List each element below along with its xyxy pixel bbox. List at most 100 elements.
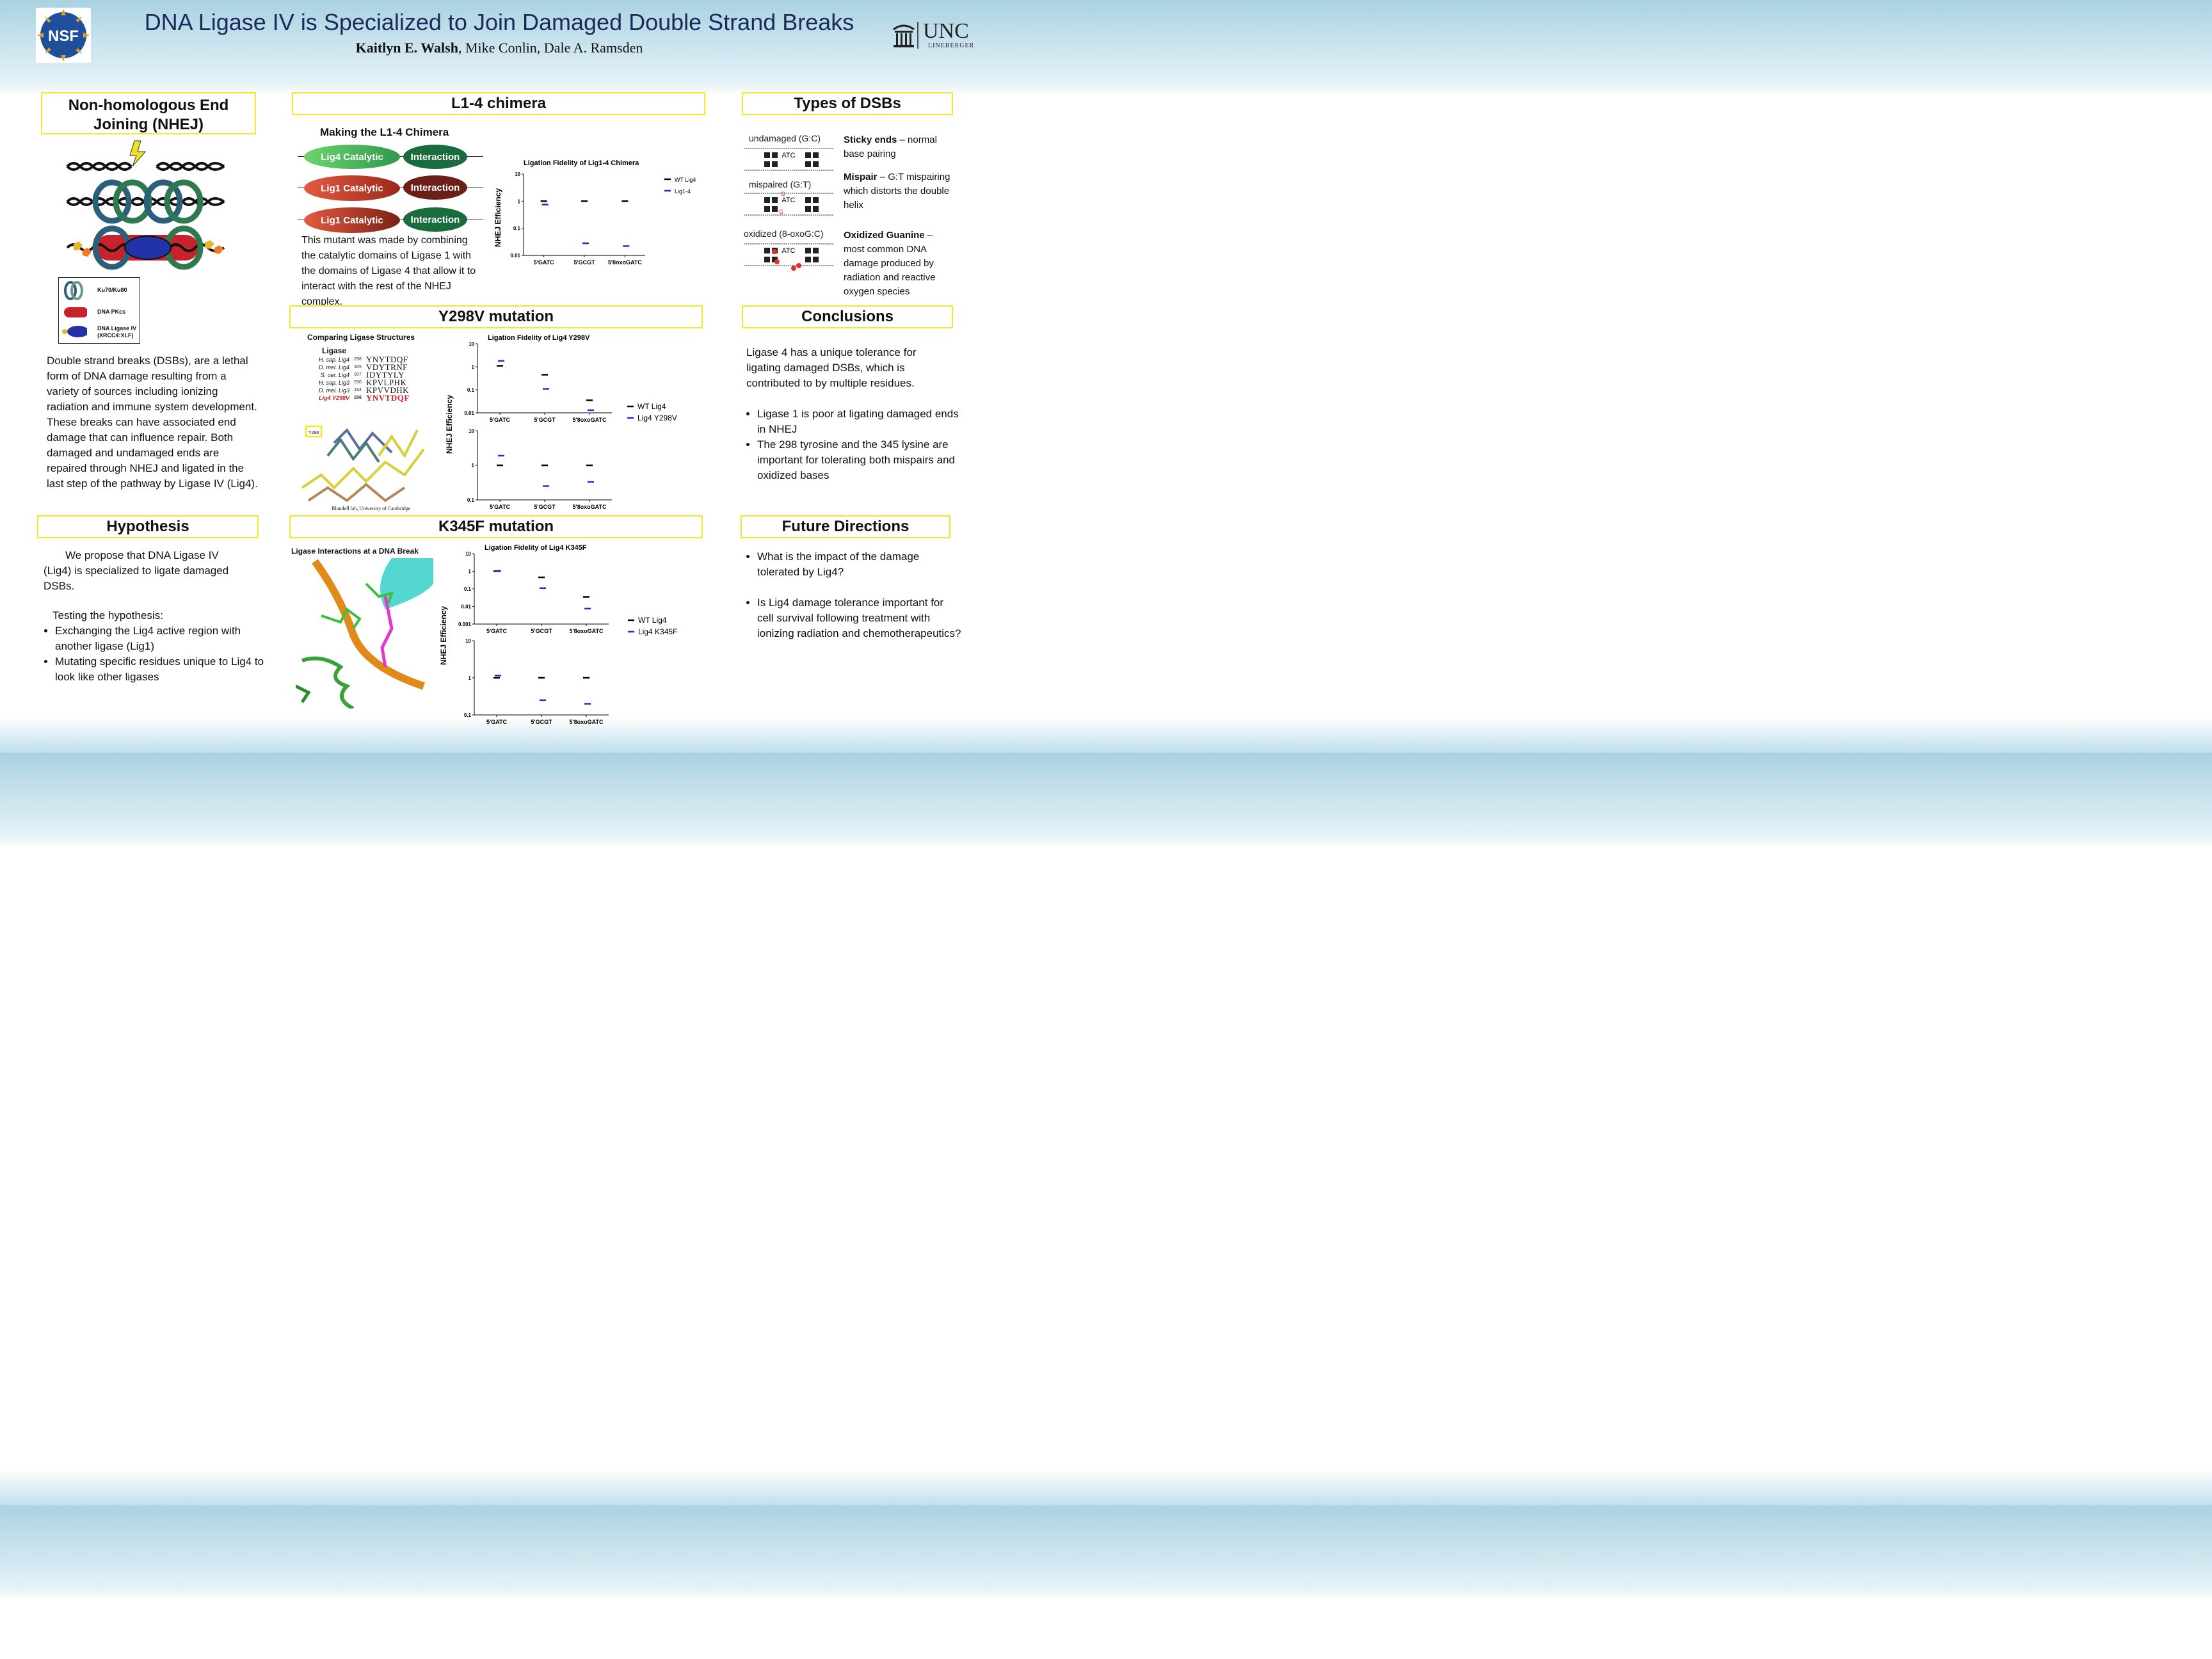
alignment-row: Lig4 Y298V 298 YNVTDQF — [311, 394, 413, 402]
alignment-seq: VDYTRNF — [366, 362, 408, 372]
structure-credit: Blundell lab, University of Cambridge — [332, 506, 411, 511]
chart-ylabel: NHEJ Efficiency — [445, 395, 454, 454]
chimera-chart: Ligation Fidelity of Lig1-4 ChimeraNHEJ … — [493, 159, 696, 266]
chart-title: Ligation Fidelity of Lig4 K345F — [485, 544, 587, 552]
dna-with-ku — [66, 179, 225, 224]
chimera-subtitle: Making the L1-4 Chimera — [320, 126, 449, 138]
conclusions-heading: Conclusions — [742, 305, 953, 328]
y-tick-label: 10 — [469, 341, 474, 347]
future-heading: Future Directions — [741, 515, 950, 538]
svg-text:ATC: ATC — [781, 152, 795, 159]
future-bullet: Is Lig4 damage tolerance important for c… — [757, 595, 962, 641]
x-tick-label: 5'GATC — [534, 259, 554, 266]
conclusions-body: Ligase 4 has a unique tolerance for liga… — [746, 346, 917, 389]
y298v-heading: Y298V mutation — [289, 305, 703, 328]
y298-highlight-box — [305, 425, 323, 438]
y-tick-label: 0.1 — [464, 586, 472, 592]
lig1-catalytic-domain: Lig1 Catalytic — [304, 175, 400, 201]
x-tick-label: 5'GATC — [490, 504, 510, 510]
y-tick-label: 0.01 — [464, 410, 474, 416]
legend-ligase: DNA Ligase IV — [97, 325, 137, 332]
y-tick-label: 0.1 — [513, 226, 521, 232]
y-tick-label: 0.1 — [464, 712, 472, 718]
svg-text:ATC: ATC — [781, 247, 795, 255]
y-tick-label: 1 — [518, 198, 521, 204]
dna-with-ligase — [66, 225, 225, 270]
hypothesis-bullets: Exchanging the Lig4 active region with a… — [44, 623, 273, 685]
dsb-diagram: ATC — [744, 243, 833, 271]
nsf-seal-icon: NSF — [37, 9, 90, 61]
x-tick-label: 5'GATC — [490, 417, 510, 423]
dsb-type-name: Sticky ends — [844, 134, 897, 145]
x-tick-label: 5'GCGT — [534, 504, 556, 510]
alignment-seq: YNVTDQF — [366, 393, 410, 403]
x-tick-label: 5'GCGT — [531, 628, 552, 634]
x-tick-label: 5'GATC — [486, 719, 507, 725]
x-tick-label: 5'GCGT — [534, 417, 556, 423]
legend-label: WT Lig4 — [638, 616, 667, 625]
y-tick-label: 1 — [469, 569, 472, 575]
legend-label: Lig4 K345F — [638, 627, 677, 636]
alignment-seq: KPVLPHK — [366, 378, 407, 387]
y-tick-label: 10 — [465, 551, 471, 557]
y-tick-label: 10 — [465, 638, 471, 644]
conclusion-bullet: Ligase 1 is poor at ligating damaged end… — [757, 406, 962, 437]
dsb-description: Sticky ends – normal base pairing — [844, 134, 937, 159]
alignment-seq: YNYTDQF — [366, 355, 408, 364]
hypothesis-testing: Testing the hypothesis: — [52, 609, 163, 621]
y298-structure-image: Y298 — [301, 425, 425, 502]
y-tick-label: 1 — [469, 675, 472, 681]
y-tick-label: 10 — [515, 172, 520, 177]
svg-text:NSF: NSF — [48, 28, 79, 45]
y-tick-label: 0.1 — [467, 497, 475, 503]
hypothesis-heading: Hypothesis — [37, 515, 259, 538]
y298v-struct-title: Comparing Ligase Structures — [307, 333, 415, 342]
poster-title: DNA Ligase IV is Specialized to Join Dam… — [144, 9, 854, 35]
chimera-body: This mutant was made by combining the ca… — [301, 235, 476, 307]
chart-ylabel: NHEJ Efficiency — [493, 188, 502, 247]
k345f-struct-title: Ligase Interactions at a DNA Break — [291, 547, 419, 556]
x-tick-label: 5'GCGT — [573, 259, 595, 266]
chart-ylabel: NHEJ Efficiency — [439, 606, 448, 665]
legend-label: WT Lig4 — [637, 402, 666, 411]
alignment-name: D. mel. Lig4 — [318, 364, 349, 371]
x-tick-label: 5'8oxoGATC — [570, 628, 604, 634]
alignment-name: Lig4 Y298V — [319, 395, 349, 401]
alignment-pos: 184 — [354, 388, 362, 392]
nhej-legend: Ku70/Ku80 DNA PKcs DNA Ligase IV (XRCC4:… — [58, 277, 140, 344]
dsb-diagram-label: mispaired (G:T) — [749, 179, 812, 189]
x-tick-label: 5'8oxoGATC — [608, 259, 642, 266]
alignment-name: S. cer. Lig4 — [320, 372, 349, 378]
dsb-type-name: Oxidized Guanine — [844, 230, 925, 241]
alignment-name: H. sap. Lig3 — [318, 380, 349, 386]
x-tick-label: 5'8oxoGATC — [573, 504, 607, 510]
nhej-body: Double strand breaks (DSBs), are a letha… — [47, 355, 258, 490]
ku-legend-icon — [64, 281, 77, 300]
y-tick-label: 1 — [472, 463, 475, 469]
poster-authors: Kaitlyn E. Walsh, Mike Conlin, Dale A. R… — [355, 40, 643, 56]
unc-wordmark: UNC — [923, 19, 969, 43]
future-bullets: What is the impact of the damage tolerat… — [746, 549, 962, 641]
dsb-description: Mispair – G:T mispairing which distorts … — [844, 172, 950, 211]
k345f-chart: Ligation Fidelity of Lig4 K345F NHEJ Effi… — [439, 544, 677, 725]
legend-ku: Ku70/Ku80 — [97, 287, 127, 293]
svg-text:Y298: Y298 — [309, 431, 319, 435]
legend-pkcs: DNA PKcs — [97, 309, 126, 315]
alignment-pos: 298 — [354, 396, 362, 400]
alignment-pos: 298 — [354, 357, 362, 362]
y-tick-label: 0.01 — [510, 253, 520, 259]
legend-label: WT Lig4 — [675, 177, 696, 183]
conclusion-bullet: The 298 tyrosine and the 345 lysine are … — [757, 437, 962, 483]
dsb-description: Oxidized Guanine – most common DNA damag… — [844, 230, 936, 297]
unc-sub-wordmark: LINEBERGER — [928, 42, 975, 49]
nhej-heading: Non-homologous End Joining (NHEJ) — [41, 92, 256, 134]
alignment-name: D. mel. Lig3 — [318, 387, 349, 394]
lightning-icon — [129, 140, 147, 167]
